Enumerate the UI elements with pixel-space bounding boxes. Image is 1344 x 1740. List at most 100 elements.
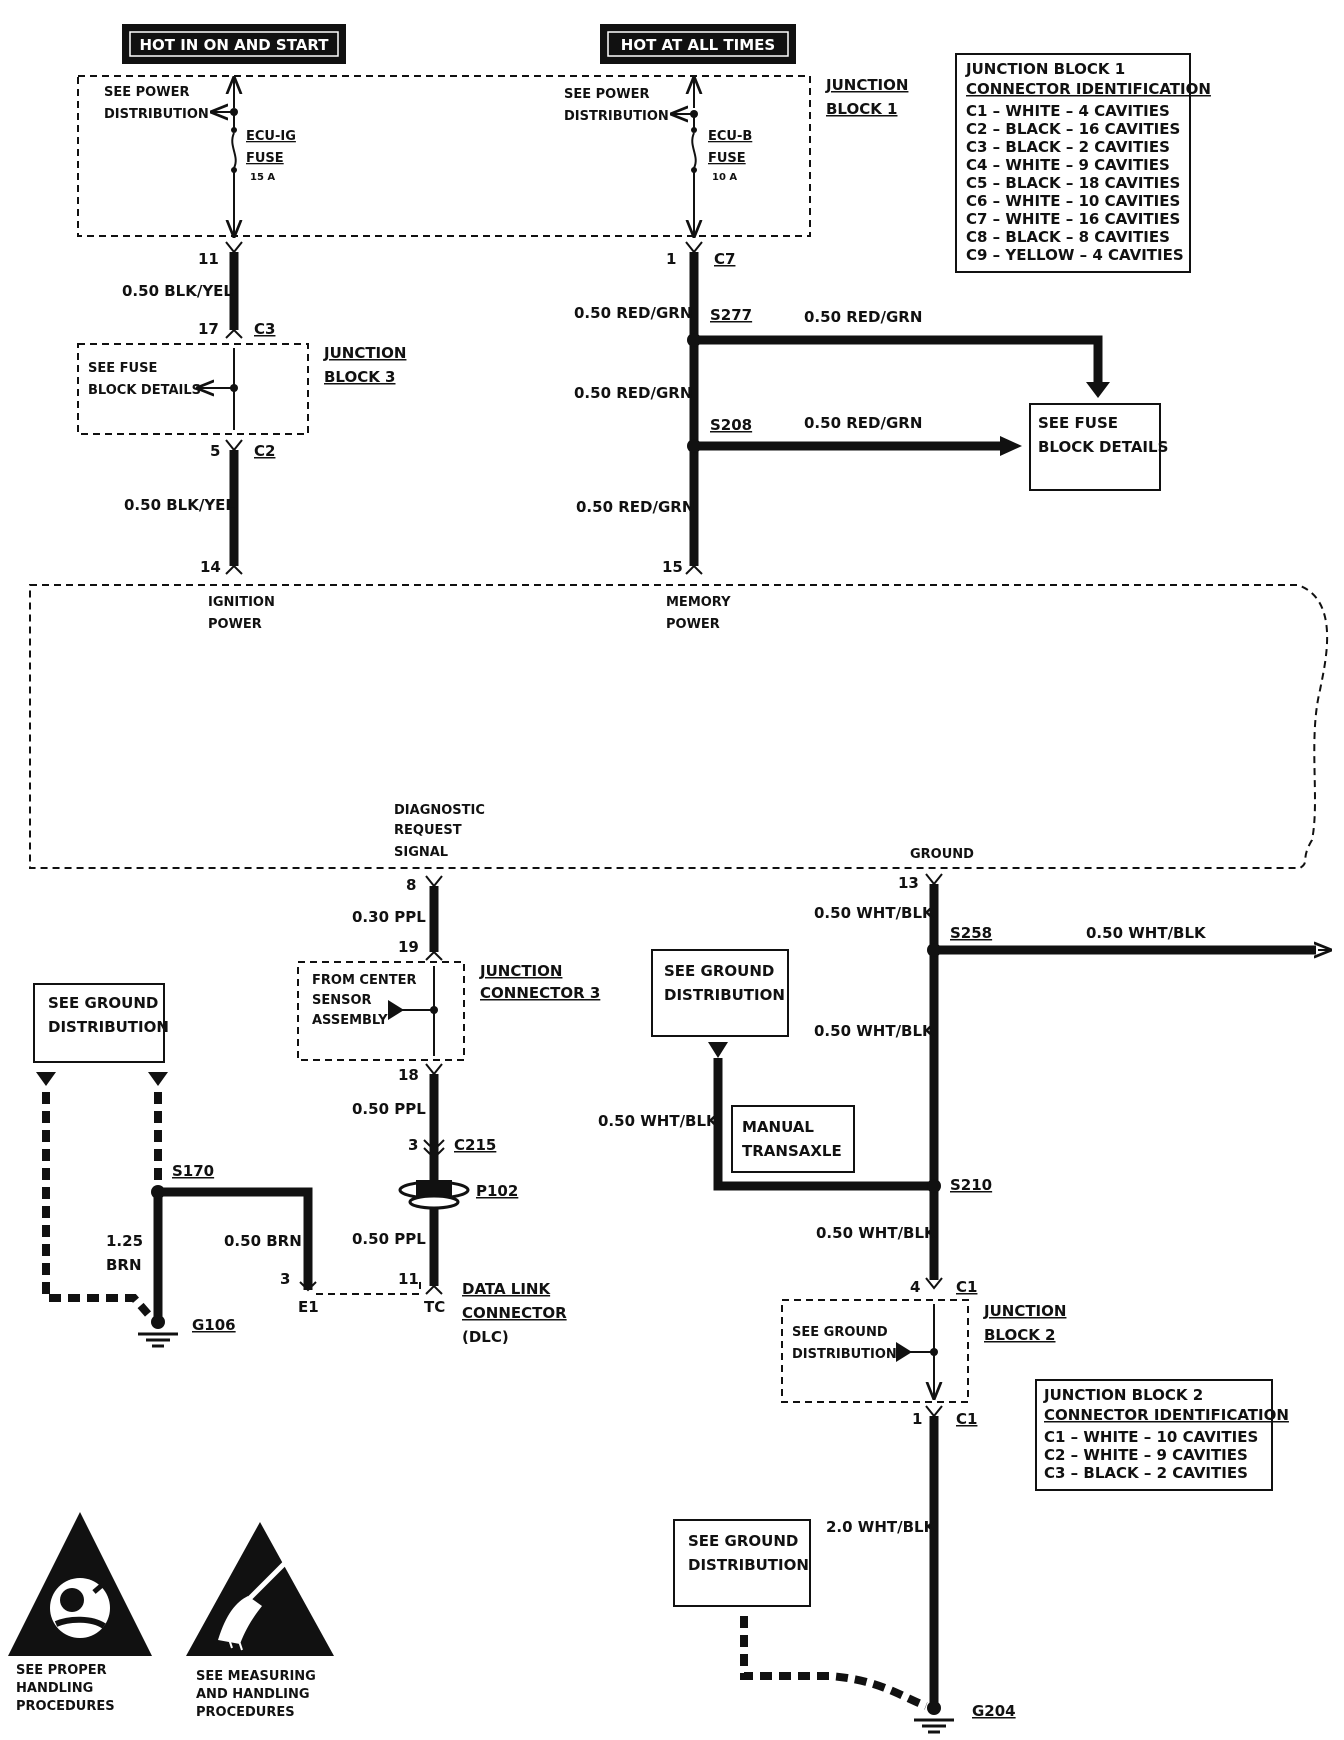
ground-label-g106: G106 xyxy=(192,1316,236,1334)
jb2-connector-table: JUNCTION BLOCK 2 CONNECTOR IDENTIFICATIO… xyxy=(1035,1379,1289,1491)
handling-warning-label: SEE PROPER xyxy=(16,1663,107,1678)
splice-label-s208: S208 xyxy=(710,416,752,434)
ground-dist-arrow-icon xyxy=(148,1072,168,1086)
wire-manual-transaxle xyxy=(713,1058,934,1191)
ecu-ig-fuse-label: ECU-IG xyxy=(246,129,296,144)
splice-label-s170: S170 xyxy=(172,1162,214,1180)
connector-c1-out: C1 xyxy=(956,1410,977,1428)
fuse-terminal xyxy=(691,167,697,173)
from-center-sensor-label-3: ASSEMBLY xyxy=(312,1013,388,1028)
manual-transaxle-box: MANUAL TRANSAXLE xyxy=(731,1105,855,1173)
connector-symbol xyxy=(425,1284,443,1295)
measuring-warning-label-2: AND HANDLING xyxy=(196,1687,310,1702)
from-center-sensor-label: FROM CENTER xyxy=(312,973,416,988)
svg-text:BLOCK 1: BLOCK 1 xyxy=(826,100,898,118)
ground-dist-arrow-icon xyxy=(36,1072,56,1086)
junction-connector-3-label: JUNCTION CONNECTOR 3 xyxy=(479,962,600,1002)
svg-text:JUNCTION: JUNCTION xyxy=(323,344,406,362)
connector-symbol xyxy=(299,1281,317,1292)
measuring-warning-label: SEE MEASURING xyxy=(196,1669,316,1684)
handling-warning-icon xyxy=(8,1512,152,1656)
fuse-terminal xyxy=(691,127,697,133)
connector-symbol xyxy=(425,950,443,961)
ecu-ig-fuse-icon xyxy=(231,132,237,169)
ground-g204-icon xyxy=(914,1701,954,1734)
memory-power-label-2: POWER xyxy=(666,617,720,632)
svg-text:JUNCTION: JUNCTION xyxy=(479,962,562,980)
pin-1-jb2: 1 xyxy=(912,1410,922,1428)
ignition-power-label: IGNITION xyxy=(208,595,275,610)
fuse-word-left: FUSE xyxy=(246,151,284,166)
connector-c2: C2 xyxy=(254,442,275,460)
jb2-row: C1 – WHITE – 10 CAVITIES xyxy=(1044,1428,1258,1446)
pin-17: 17 xyxy=(198,320,219,338)
dlc-tc-terminal: TC xyxy=(424,1298,445,1316)
pin-11: 11 xyxy=(198,250,219,268)
svg-text:DATA LINK: DATA LINK xyxy=(462,1280,551,1298)
junction-block-3-outline xyxy=(77,343,309,435)
diagnostic-signal-label-2: REQUEST xyxy=(394,823,462,838)
diagnostic-signal-label: DIAGNOSTIC xyxy=(394,803,485,818)
wire-050-brn xyxy=(158,1187,313,1290)
see-ground-distribution-box-mid: SEE GROUND DISTRIBUTION xyxy=(651,949,789,1037)
connector-symbol xyxy=(225,439,243,452)
svg-text:SEE FUSE: SEE FUSE xyxy=(1038,414,1118,432)
splice-s210 xyxy=(927,1179,941,1193)
svg-text:BLOCK 3: BLOCK 3 xyxy=(324,368,396,386)
wire-label-wht-blk: 0.50 WHT/BLK xyxy=(1086,924,1207,942)
splice-dot xyxy=(430,1006,438,1014)
jb3-see-label-2: BLOCK DETAILS xyxy=(88,383,201,398)
wire-label-red-grn: 0.50 RED/GRN xyxy=(576,498,694,516)
ground-label-g204: G204 xyxy=(972,1702,1016,1720)
ground-dashed-path-bottom xyxy=(740,1616,928,1710)
jb1-row: C3 – BLACK – 2 CAVITIES xyxy=(966,138,1170,156)
wire-label-wht-blk: 0.50 WHT/BLK xyxy=(814,1022,935,1040)
junction-block-2-label: JUNCTION BLOCK 2 xyxy=(983,1302,1066,1344)
splice-label-s277: S277 xyxy=(710,306,752,324)
svg-text:TRANSAXLE: TRANSAXLE xyxy=(742,1142,842,1160)
pin-3-e1: 3 xyxy=(280,1270,290,1288)
svg-text:SEE GROUND: SEE GROUND xyxy=(664,962,774,980)
arrow-right-icon xyxy=(1000,436,1022,456)
wire-label-red-grn: 0.50 RED/GRN xyxy=(574,384,692,402)
hot-in-run-header: HOT IN ON AND START xyxy=(122,24,346,64)
connector-c1: C1 xyxy=(956,1278,977,1296)
connector-symbol xyxy=(925,873,943,886)
ground-dist-arrow-icon xyxy=(896,1342,912,1362)
sensing-module-outline xyxy=(29,584,1329,869)
wire-label-ppl-030: 0.30 PPL xyxy=(352,908,426,926)
diagnostic-signal-label-3: SIGNAL xyxy=(394,845,448,860)
wire-label-wht-blk: 0.50 WHT/BLK xyxy=(816,1224,937,1242)
jb3-see-label: SEE FUSE xyxy=(88,361,157,376)
connector-symbol xyxy=(225,328,243,339)
ecu-ig-fuse-amp: 15 A xyxy=(250,172,275,183)
wire-label-ppl-050: 0.50 PPL xyxy=(352,1100,426,1118)
jb2-see-label: SEE GROUND xyxy=(792,1325,888,1340)
handling-warning-label-2: HANDLING xyxy=(16,1681,93,1696)
junction-block-1-outline xyxy=(77,75,811,237)
splice-dot xyxy=(930,1348,938,1356)
measuring-warning-label-3: PROCEDURES xyxy=(196,1705,295,1720)
ecu-b-fuse-label: ECU-B xyxy=(708,129,752,144)
input-arrow-icon xyxy=(388,1000,404,1020)
memory-power-label: MEMORY xyxy=(666,595,731,610)
svg-text:DISTRIBUTION: DISTRIBUTION xyxy=(664,986,785,1004)
connector-symbol xyxy=(425,875,443,888)
see-ground-distribution-box-left: SEE GROUND DISTRIBUTION xyxy=(33,983,169,1063)
jb2-row: C3 – BLACK – 2 CAVITIES xyxy=(1044,1464,1248,1482)
jb1-connector-table: JUNCTION BLOCK 1 CONNECTOR IDENTIFICATIO… xyxy=(955,53,1211,273)
pin-15: 15 xyxy=(662,558,683,576)
wire-label-brn: BRN xyxy=(106,1256,142,1274)
svg-text:DISTRIBUTION: DISTRIBUTION xyxy=(48,1018,169,1036)
svg-text:DISTRIBUTION: DISTRIBUTION xyxy=(688,1556,809,1574)
pin-4: 4 xyxy=(910,1278,920,1296)
arrow-down-icon xyxy=(1086,382,1110,398)
connector-c215: C215 xyxy=(454,1136,496,1154)
see-power-label-left: SEE POWER xyxy=(104,85,189,100)
ground-dashed-path-left xyxy=(42,1092,152,1317)
ground-dist-arrow-icon xyxy=(708,1042,728,1058)
ecu-b-fuse-icon xyxy=(691,132,697,169)
pin-8: 8 xyxy=(406,876,416,894)
ground-label: GROUND xyxy=(910,847,974,862)
junction-block-3-label: JUNCTION BLOCK 3 xyxy=(323,344,406,386)
